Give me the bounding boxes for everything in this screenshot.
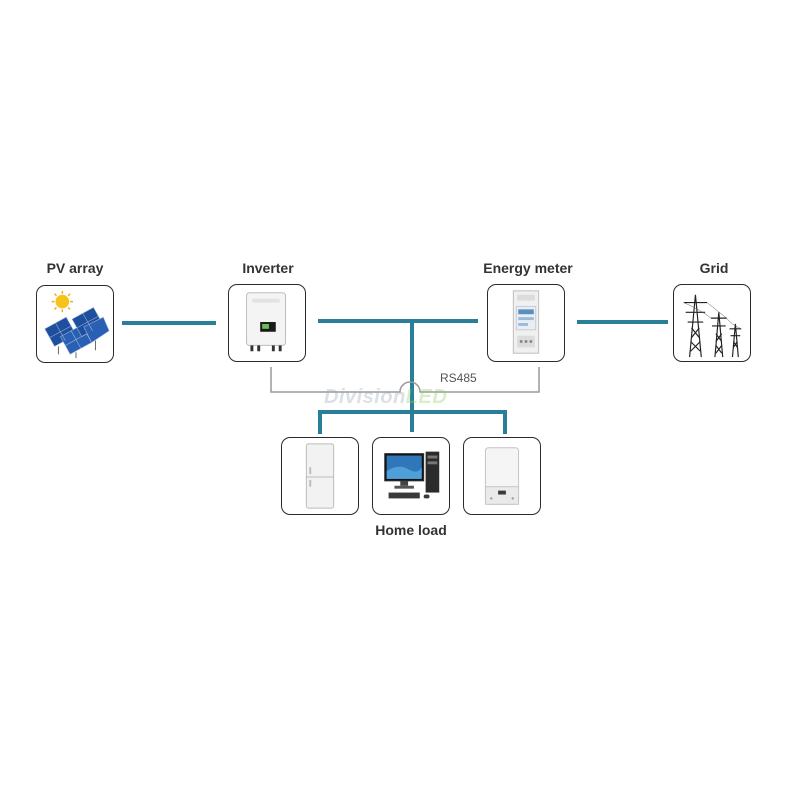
pv-array-label: PV array (46, 260, 104, 276)
air-conditioner-box (463, 437, 541, 515)
energy-meter-icon (512, 290, 540, 354)
inverter-label: Inverter (242, 260, 294, 276)
refrigerator-icon (305, 443, 335, 509)
grid-box (673, 284, 751, 362)
watermark: DivisionLED (324, 386, 447, 409)
rs485-cable (270, 367, 540, 393)
inverter-icon (246, 292, 286, 352)
solar-panel-icon (44, 290, 110, 359)
rs485-label: RS485 (440, 371, 477, 385)
refrigerator-box (281, 437, 359, 515)
power-tower-icon (683, 294, 742, 358)
computer-box (372, 437, 450, 515)
load-branch-line (318, 410, 507, 434)
energy-meter-label: Energy meter (483, 260, 573, 276)
air-conditioner-icon (484, 447, 520, 505)
watermark-part2: LED (405, 386, 448, 408)
home-load-label: Home load (375, 522, 447, 538)
inverter-box (228, 284, 306, 362)
watermark-part1: Division (324, 386, 406, 408)
grid-label: Grid (699, 260, 729, 276)
energy-meter-box (487, 284, 565, 362)
pv-array-box (36, 285, 114, 363)
desktop-computer-icon (384, 451, 440, 499)
